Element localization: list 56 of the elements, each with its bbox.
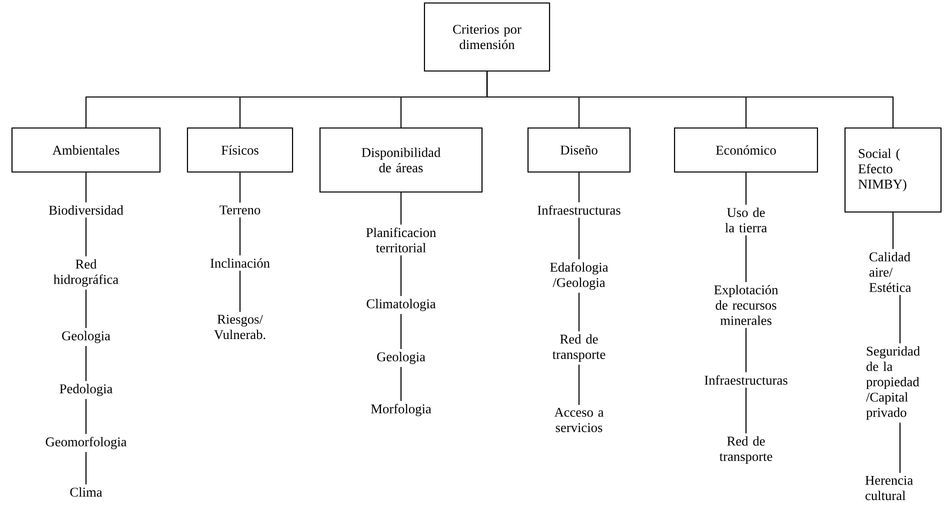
connector-line <box>400 255 402 296</box>
criterion-text: Climatologia <box>366 298 436 312</box>
criterion-text: Acceso a servicios <box>554 408 604 432</box>
connector-line <box>578 364 580 405</box>
connector-line <box>578 172 580 202</box>
connector-line <box>85 290 87 328</box>
connector-line <box>85 172 87 202</box>
criterion-text: Red de transporte <box>552 334 606 362</box>
connector-line <box>486 72 894 128</box>
connector-line <box>239 172 241 203</box>
criterion-text: Clima <box>70 487 102 497</box>
criterion-text: Terreno <box>220 206 260 214</box>
connector-line <box>239 217 241 256</box>
connector-line <box>745 235 747 282</box>
category-box: Ambientales <box>11 127 161 173</box>
criterion-text: Pedologia <box>60 384 112 396</box>
category-box: Disponibilidad de áreas <box>319 127 483 193</box>
criterion-text: Red hidrográfica <box>54 259 118 287</box>
connector-line <box>899 422 901 473</box>
connector-line <box>400 192 402 225</box>
criterion-text: Planificacion territorial <box>366 228 436 252</box>
criterion-text: Red de transporte <box>719 436 772 464</box>
category-box: Físicos <box>186 127 294 173</box>
category-box: Social ( Efecto NIMBY) <box>844 127 942 213</box>
criterion-text: Herencia cultural <box>865 476 913 500</box>
connector-line <box>85 346 87 381</box>
connector-line <box>239 270 241 312</box>
category-box: Económico <box>674 127 818 173</box>
criterion-text: Edafologia /Geologia <box>550 262 608 290</box>
connector-line <box>400 314 402 349</box>
criterion-text: Geomorfologia <box>46 436 127 450</box>
connector-line <box>745 172 747 205</box>
criterion-text: Biodiversidad <box>48 205 124 215</box>
connector-line <box>578 218 580 260</box>
connector-line <box>85 218 87 256</box>
criterion-text: Infraestructuras <box>538 205 620 215</box>
connector-line <box>899 294 901 344</box>
criterion-text: Infraestructuras <box>704 375 788 385</box>
criterion-text: Calidad aire/ Estética <box>869 252 912 292</box>
connector-line <box>745 388 747 434</box>
criterion-text: Geologia <box>62 330 110 344</box>
connector-line <box>400 367 402 401</box>
criterion-text: Explotación de recursos minerales <box>714 284 778 326</box>
criterion-text: Morfologia <box>371 404 432 416</box>
criterion-text: Seguridad de la propiedad /Capital privado <box>866 346 920 420</box>
connector-line <box>578 292 580 332</box>
root-box: Criterios por dimensión <box>424 2 550 72</box>
connector-line <box>892 212 894 250</box>
criterion-text: Riesgos/ Vulnerab. <box>214 314 266 340</box>
connector-line <box>745 328 747 372</box>
connector-line <box>85 399 87 434</box>
criterion-text: Inclinación <box>210 258 270 268</box>
connector-line <box>85 452 87 484</box>
category-box: Diseño <box>527 127 631 173</box>
criterion-text: Uso de la tierra <box>725 208 767 232</box>
criterion-text: Geologia <box>377 352 426 364</box>
